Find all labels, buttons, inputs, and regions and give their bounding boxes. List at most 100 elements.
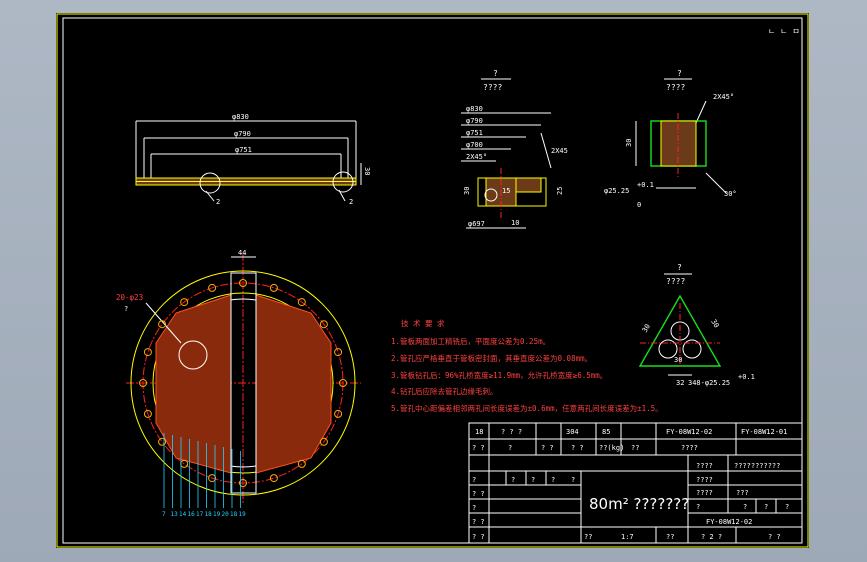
drawing-canvas[interactable]: ㄴ ㄴ ㅁ φ830 φ790 φ751 30 <box>56 13 809 548</box>
note-line-4: 4.钻孔后应除去管孔边缘毛刺。 <box>391 386 498 396</box>
tb-r2c6: ?? <box>631 444 639 452</box>
bolt-hole <box>239 479 247 487</box>
hole-title-text: ???? <box>666 83 685 92</box>
tb-rm-d: ???? <box>696 489 713 497</box>
bolt-hole <box>180 298 189 307</box>
tb-r2c1: ? ? <box>472 444 485 452</box>
note-line-2: 2.管孔应严格垂直于管板密封面，其垂直度公差为0.08mm。 <box>391 353 592 363</box>
center-lane <box>230 272 257 494</box>
outer-circle <box>130 270 356 496</box>
dim-w44: 44 <box>238 249 246 257</box>
tb-rm-c: ???? <box>696 476 713 484</box>
tb-b-c: ?? <box>666 533 674 541</box>
bolt-hole <box>319 437 328 446</box>
tube-number: 18 <box>230 511 238 518</box>
bolt-hole <box>297 459 306 468</box>
sec-d751: φ751 <box>466 129 483 137</box>
sec-h25: 25 <box>556 187 564 195</box>
hole-detail-view: ? ???? 2X45° 30 φ25.25 +0.1 0 30° <box>604 69 737 209</box>
tri-tol: +0.1 <box>738 373 755 381</box>
tri-title-text: ???? <box>666 277 685 286</box>
tube-number: 20 <box>222 511 230 518</box>
tube-number: 19 <box>239 511 247 518</box>
note-line-3: 3.管板钻孔后：96%孔桥宽度≥11.9mm，允许孔桥宽度≥6.5mm。 <box>391 370 607 380</box>
bolt-hole <box>269 474 278 483</box>
detail-circle-2 <box>332 171 354 193</box>
tb-rm-i: ? <box>785 503 789 511</box>
tb-name: ? ? ? <box>501 428 522 436</box>
tb-rm-b: ??????????? <box>734 462 780 470</box>
bolt-hole <box>339 379 347 387</box>
bolt-hole <box>334 348 343 357</box>
bolt-hole <box>297 298 306 307</box>
tri-s32: 32 <box>676 379 684 387</box>
drawing-sheet: ㄴ ㄴ ㅁ φ830 φ790 φ751 30 <box>56 13 809 548</box>
plate-side-view: φ830 φ790 φ751 30 2 2 <box>135 113 371 206</box>
tb-r2c5: ??(kg) <box>599 444 624 452</box>
tri-holes: 348-φ25.25 <box>688 379 730 387</box>
note-line-5: 5.管孔中心距偏差相邻两孔间长度误差为±0.6mm，任意两孔间长度误差为±1.5… <box>391 403 663 413</box>
tube-number: 16 <box>188 511 196 518</box>
hole-title-mark: ? <box>677 69 682 78</box>
triangle-pattern-view: ? ???? 30 30 30 32 348-φ25.25 +0.1 <box>638 263 755 387</box>
tb-r2c4: ? ? <box>571 444 584 452</box>
tube-number: 7 <box>162 511 166 518</box>
bolt-hole <box>158 437 167 446</box>
detail-circle-top <box>178 340 208 370</box>
tb-rm-a: ???? <box>696 462 713 470</box>
sec-small: 10 <box>511 219 519 227</box>
tb-rm-f: ? <box>696 503 700 511</box>
sec-d830: φ830 <box>466 105 483 113</box>
tube-zone-right <box>255 294 332 474</box>
tb-rm-g: ? <box>743 503 747 511</box>
dim-d830: φ830 <box>232 113 249 121</box>
hole-d: φ25.25 <box>604 187 629 195</box>
balloon-b: 2 <box>349 198 353 206</box>
hole-angle: 30° <box>724 190 737 198</box>
tri-title-mark: ? <box>677 263 682 272</box>
sec-d700: φ700 <box>466 141 483 149</box>
tb-qty: 18 <box>475 428 483 436</box>
detail-circle-1 <box>199 172 221 194</box>
bolt-hole <box>334 409 343 418</box>
bolt-hole <box>269 283 278 292</box>
tb-r2c2: ? <box>508 444 512 452</box>
tb-lc-3: ? ? <box>472 518 485 526</box>
tb-lc-2: ? <box>472 504 476 512</box>
tb-weight: 85 <box>602 428 610 436</box>
tb-r2c3: ? ? <box>541 444 554 452</box>
tb-lt-0: ? <box>511 476 515 484</box>
sec-side-chamfer: 2X45 <box>551 147 568 155</box>
tb-b-d: ? 2 ? <box>701 533 722 541</box>
tb-r2c7: ???? <box>681 444 698 452</box>
dim-mark: ? <box>124 305 128 313</box>
drawing-border <box>56 13 809 548</box>
tb-lt-3: ? <box>571 476 575 484</box>
bolt-hole <box>143 409 152 418</box>
tb-lc-0: ? <box>472 476 476 484</box>
dim-d790: φ790 <box>234 130 251 138</box>
tb-code2: FY-08W12-01 <box>741 428 787 436</box>
sec-d697: φ697 <box>468 220 485 228</box>
hole-h30: 30 <box>625 139 633 147</box>
corner-mark: ㄴ ㄴ ㅁ <box>768 27 800 36</box>
balloon-a: 2 <box>216 198 220 206</box>
sec-chamfer: 2X45° <box>466 153 487 161</box>
tri-d30a: 30 <box>641 323 652 334</box>
tb-drawing-no: FY-08W12-02 <box>706 518 752 526</box>
title-block: 18 ? ? ? 304 85 FY-08W12-02 FY-08W12-01 … <box>468 422 803 544</box>
tb-rm-e: ??? <box>736 489 749 497</box>
tb-b-a: ?? <box>584 533 592 541</box>
tube-number: 17 <box>196 511 204 518</box>
tri-d30c: 30 <box>674 356 682 364</box>
bolt-hole <box>143 348 152 357</box>
tube-zone-left <box>155 294 232 474</box>
section-title-text: ???? <box>483 83 502 92</box>
bolt-hole <box>319 320 328 329</box>
bolt-hole <box>239 279 247 287</box>
tube-number: 13 <box>171 511 179 518</box>
tb-code1: FY-08W12-02 <box>666 428 712 436</box>
tb-material: 304 <box>566 428 579 436</box>
